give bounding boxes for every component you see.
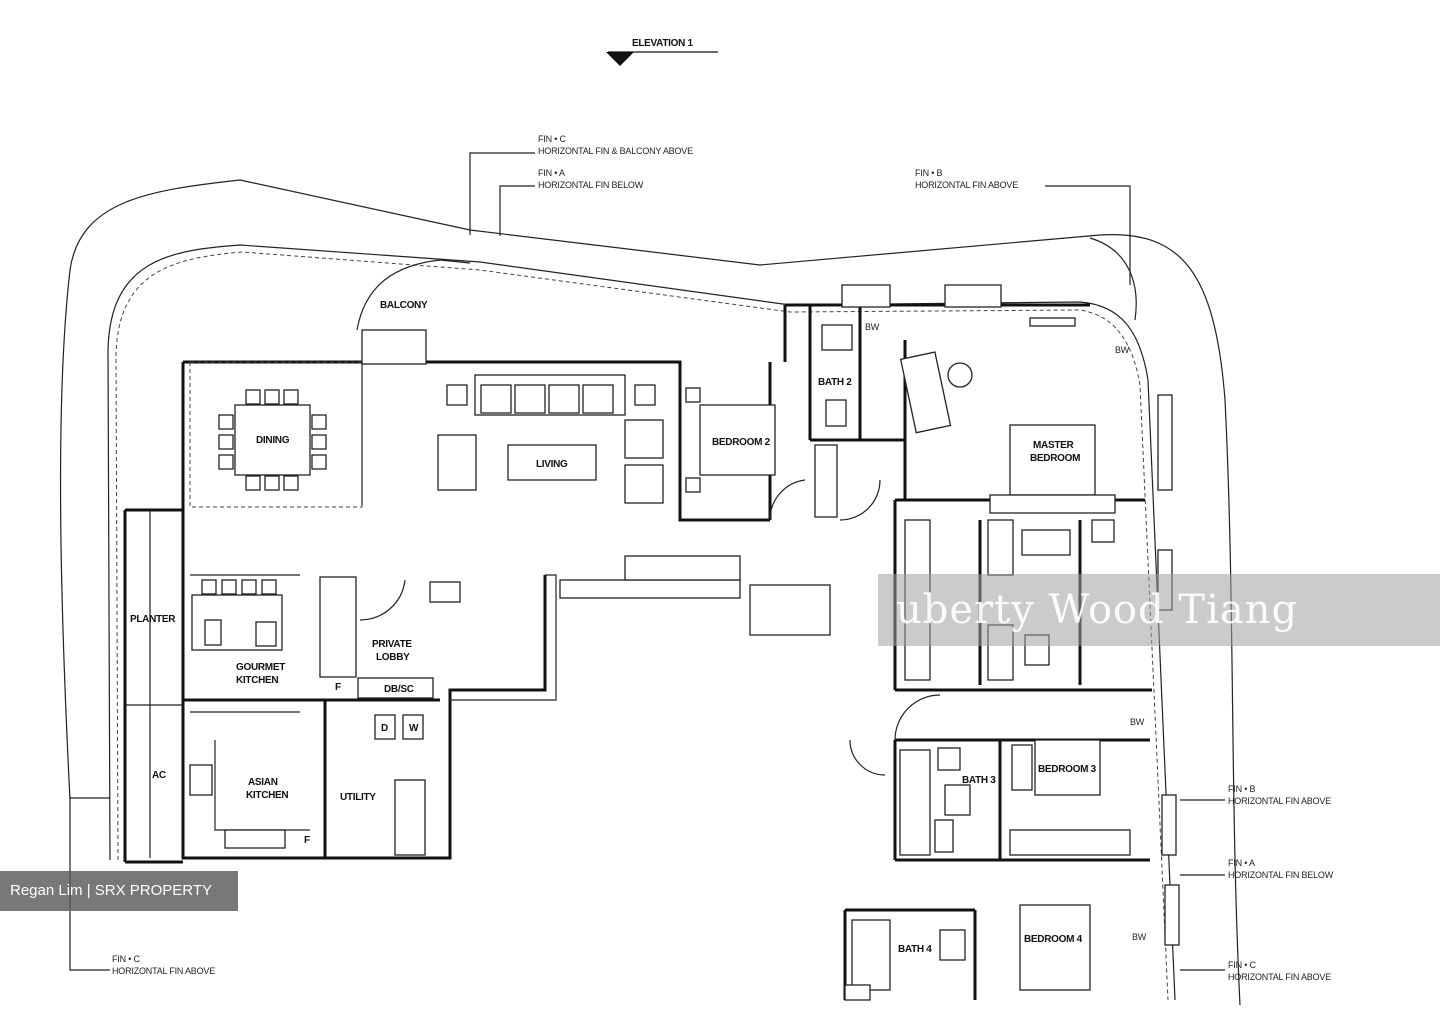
elevation-label: ELEVATION 1 (632, 38, 694, 49)
door-swings (359, 479, 941, 776)
note-top-c-code: FIN • C (538, 134, 566, 144)
label-d: D (381, 723, 388, 734)
label-f-1: F (335, 682, 341, 693)
credit-caption: Regan Lim | SRX PROPERTY (0, 871, 238, 911)
fin-notes: FIN • C HORIZONTAL FIN & BALCONY ABOVE F… (112, 134, 1334, 982)
note-bottom-c-text: HORIZONTAL FIN ABOVE (112, 966, 215, 976)
note-top-b-code: FIN • B (915, 168, 942, 178)
note-right-c-code: FIN • C (1228, 960, 1256, 970)
note-right-b-text: HORIZONTAL FIN ABOVE (1228, 796, 1331, 806)
label-master-1: MASTER (1033, 440, 1075, 451)
label-lobby-2: LOBBY (376, 652, 410, 663)
label-bedroom-3: BEDROOM 3 (1038, 764, 1097, 775)
label-lobby-1: PRIVATE (372, 639, 412, 650)
label-living: LIVING (536, 459, 568, 470)
label-bath-3: BATH 3 (962, 775, 996, 786)
note-top-c-text: HORIZONTAL FIN & BALCONY ABOVE (538, 146, 693, 156)
label-bedroom-4: BEDROOM 4 (1024, 934, 1083, 945)
note-bottom-c-code: FIN • C (112, 954, 140, 964)
note-right-a-code: FIN • A (1228, 858, 1255, 868)
label-bw-4: BW (1132, 932, 1147, 942)
note-top-a-text: HORIZONTAL FIN BELOW (538, 180, 644, 190)
label-master-2: BEDROOM (1030, 453, 1080, 464)
label-bath-4: BATH 4 (898, 944, 932, 955)
label-w: W (409, 723, 419, 734)
label-bw-2: BW (1115, 345, 1130, 355)
elevation-marker: ELEVATION 1 (606, 38, 718, 66)
label-bath-2: BATH 2 (818, 377, 852, 388)
label-bedroom-2: BEDROOM 2 (712, 437, 771, 448)
label-dining: DINING (256, 435, 290, 446)
label-balcony: BALCONY (380, 300, 428, 311)
label-gourmet-1: GOURMET (236, 662, 285, 673)
label-f-2: F (304, 835, 310, 846)
label-utility: UTILITY (340, 792, 376, 803)
label-bw-3: BW (1130, 717, 1145, 727)
note-right-b-code: FIN • B (1228, 784, 1255, 794)
label-asian-1: ASIAN (248, 777, 278, 788)
label-planter: PLANTER (130, 614, 176, 625)
note-top-a-code: FIN • A (538, 168, 565, 178)
note-top-b-text: HORIZONTAL FIN ABOVE (915, 180, 1018, 190)
note-right-c-text: HORIZONTAL FIN ABOVE (1228, 972, 1331, 982)
room-labels: BALCONY DINING LIVING BEDROOM 2 BATH 2 M… (130, 300, 1147, 955)
label-ac: AC (152, 770, 166, 781)
label-gourmet-2: KITCHEN (236, 675, 278, 686)
outer-fin-outline (59, 179, 1241, 1006)
label-dbsc: DB/SC (384, 684, 414, 695)
label-asian-2: KITCHEN (246, 790, 288, 801)
note-right-a-text: HORIZONTAL FIN BELOW (1228, 870, 1334, 880)
watermark-overlay: uberty Wood Tiang (878, 574, 1440, 646)
label-bw-1: BW (865, 322, 880, 332)
